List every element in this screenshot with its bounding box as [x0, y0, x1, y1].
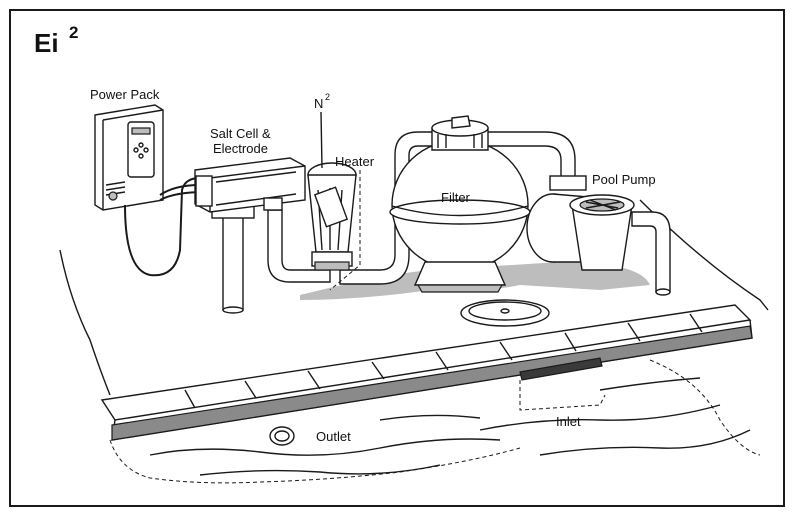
- label-outlet: Outlet: [316, 429, 351, 444]
- label-salt-cell-line1: Salt Cell &: [210, 126, 271, 141]
- heater-leader: [329, 170, 361, 291]
- label-n2-superscript: 2: [325, 92, 330, 102]
- power-pack: [94, 104, 164, 211]
- pool-water: [109, 359, 761, 484]
- n2-leader: [320, 111, 323, 169]
- skimmer-lid: [460, 299, 550, 327]
- pool-coping: [100, 304, 753, 441]
- diagram-labels: Power Pack Salt Cell & Electrode N 2 Hea…: [90, 87, 656, 444]
- title-main: Ei: [34, 28, 59, 58]
- outlet-drain: [269, 426, 295, 446]
- label-filter: Filter: [441, 190, 471, 205]
- label-heater: Heater: [335, 154, 375, 169]
- n2-unit: [307, 162, 357, 271]
- power-cable: [124, 177, 201, 277]
- label-pool-pump: Pool Pump: [592, 172, 656, 187]
- label-salt-cell-line2: Electrode: [213, 141, 268, 156]
- salt-cell-standpipe: [211, 205, 255, 314]
- diagram-title: Ei 2: [34, 23, 78, 58]
- filter-tank: [389, 115, 531, 293]
- label-inlet: Inlet: [556, 414, 581, 429]
- label-power-pack: Power Pack: [90, 87, 160, 102]
- label-n2: N: [314, 96, 323, 111]
- inlet-fitting: [519, 357, 606, 411]
- title-superscript: 2: [69, 23, 78, 42]
- salt-cell-electrode: [194, 157, 306, 213]
- pool-deck-outline: [59, 249, 111, 396]
- pool-pump: [526, 175, 671, 296]
